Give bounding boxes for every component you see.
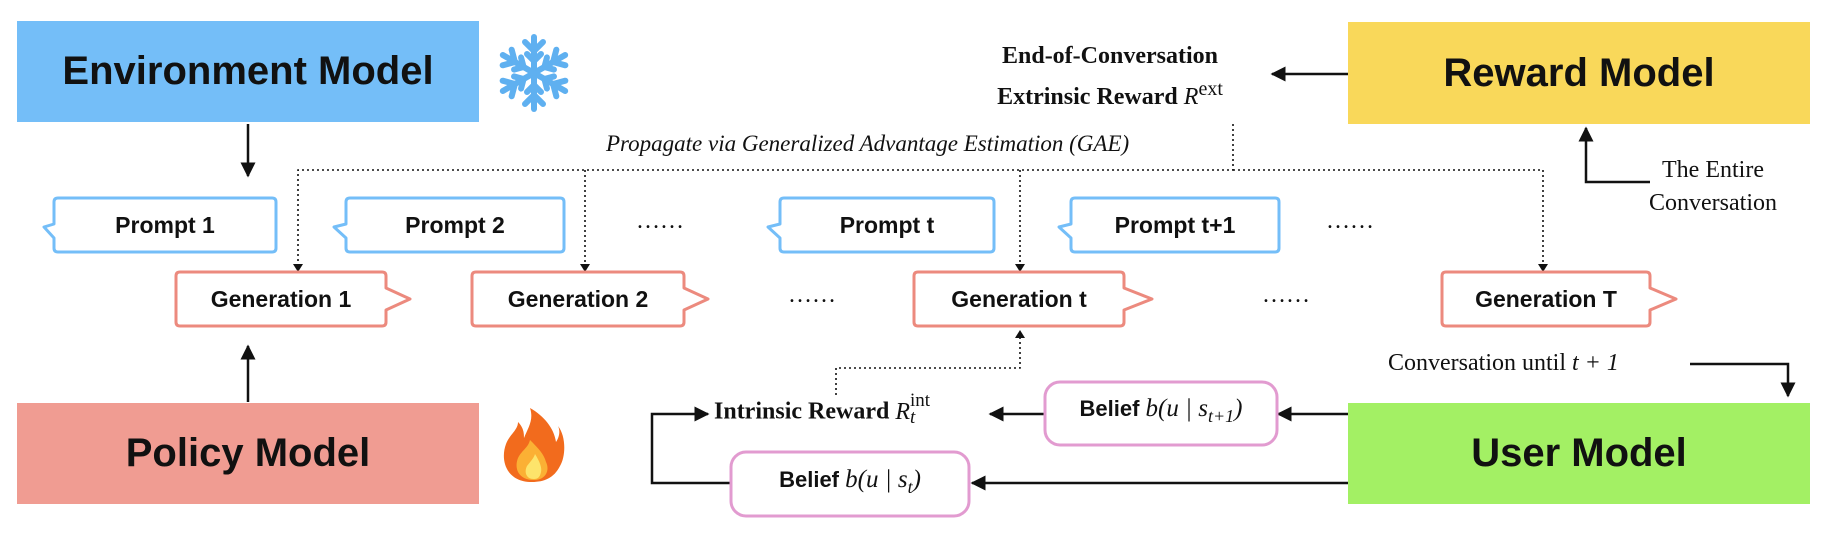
- gae-arrowheads: [293, 264, 1548, 272]
- policy-model-box: Policy Model: [17, 403, 479, 504]
- generation-label-t: Generation t: [951, 285, 1087, 312]
- environment-model-label: Environment Model: [62, 49, 434, 93]
- belief-current-to-intrinsic-arrow: [650, 406, 730, 485]
- belief-next-label: Belief b(u | st+1): [1079, 395, 1243, 426]
- gae-label: Propagate via Generalized Advantage Esti…: [606, 131, 1130, 156]
- generation-label-1: Generation 1: [210, 285, 352, 312]
- prompt-label-t: Prompt t: [839, 211, 935, 238]
- ellipsis-generations-2: ……: [1262, 282, 1310, 308]
- ellipsis-prompts-2: ……: [1326, 208, 1374, 234]
- snowflake-icon: [498, 34, 569, 109]
- prompt-bubble-t-plus-1: [1057, 196, 1281, 254]
- prompt-bubble-1: [42, 196, 278, 254]
- extrinsic-reward-label: End-of-Conversation Extrinsic Reward Rex…: [960, 40, 1260, 114]
- user-model-label: User Model: [1471, 431, 1687, 475]
- belief-next-box: [1043, 380, 1279, 447]
- user-model-box: User Model: [1348, 403, 1810, 504]
- prompt-bubble-t: [766, 196, 996, 254]
- generation-bubble-T: [1440, 270, 1678, 328]
- belief-current-box: [729, 450, 971, 518]
- conversation-until-label: Conversation until t + 1: [1388, 350, 1619, 376]
- generation-bubble-1: [174, 270, 412, 328]
- intrinsic-to-generation-line: [835, 336, 1021, 395]
- environment-model-box: Environment Model: [17, 21, 479, 122]
- belief-current-label: Belief b(u | st): [779, 466, 921, 497]
- generation-label-2: Generation 2: [507, 285, 649, 312]
- generation-label-T: Generation T: [1475, 285, 1617, 312]
- ellipsis-generations-1: ……: [788, 282, 836, 308]
- generation-bubble-t: [912, 270, 1154, 328]
- reward-model-label: Reward Model: [1443, 50, 1715, 95]
- prompt-label-1: Prompt 1: [115, 211, 215, 238]
- reward-model-box: Reward Model: [1348, 22, 1810, 124]
- entire-conversation-label: The Entire Conversation: [1649, 157, 1777, 216]
- intrinsic-arrowhead: [1015, 330, 1025, 338]
- prompt-bubble-2: [332, 196, 566, 254]
- conversation-until-arrow: [1690, 362, 1796, 398]
- prompt-label-2: Prompt 2: [405, 211, 505, 238]
- extrinsic-line-2: Extrinsic Reward Rext: [997, 78, 1223, 110]
- fire-icon: [503, 408, 565, 482]
- ellipsis-prompts-1: ……: [636, 208, 684, 234]
- policy-model-label: Policy Model: [125, 431, 371, 475]
- prompt-label-t-plus-1: Prompt t+1: [1114, 211, 1236, 238]
- conversation-to-reward-arrow: [1578, 126, 1650, 184]
- generation-bubble-2: [470, 270, 710, 328]
- extrinsic-line-1: End-of-Conversation: [1001, 43, 1218, 69]
- gae-propagation-lines: [297, 124, 1544, 270]
